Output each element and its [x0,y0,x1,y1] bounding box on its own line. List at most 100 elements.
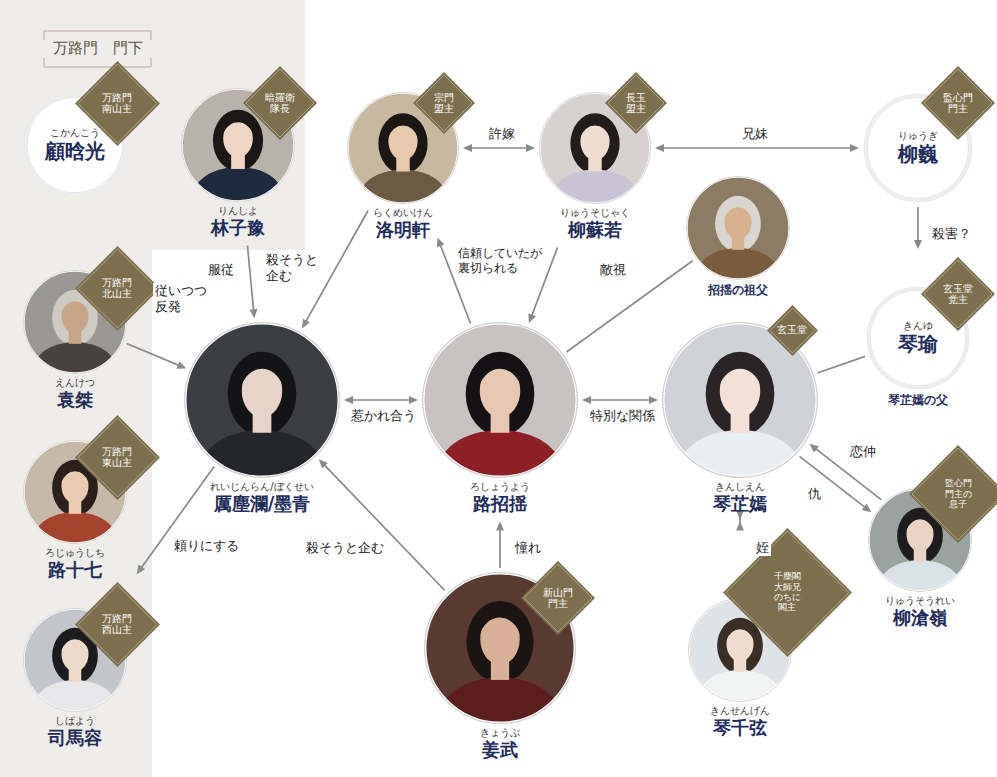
character-circle: こかんこう顧晗光万路門南山主 [23,93,127,197]
relation-label: 敵視 [598,262,628,278]
badge-text-box: 万路門西山主 [74,581,161,668]
relation-label-slot: 仇 [806,486,823,502]
furigana: りゅうそうれい [885,595,955,607]
connector-line [247,246,253,311]
connector-line [471,147,527,149]
relation-label: 特別な関係 [588,408,657,424]
portrait-background [424,572,576,724]
character-portrait: 招揺の祖父 [686,176,790,280]
relation-label-slot: 憧れ [513,540,543,556]
title-badge: 万路門東山主 [74,414,161,501]
portrait-hair-top [718,355,762,388]
name-block: ろじゅうしち路十七 [45,547,105,581]
portrait-background [686,176,790,280]
relation-label-slot: 兄妹 [740,126,770,142]
character-portrait: きょうぶ姜武新山門門主 [424,572,576,724]
relation-label-slot: 恋仲 [848,444,878,460]
portrait [686,176,790,280]
connector-line [817,356,865,373]
arrow-head [344,396,353,404]
furigana: きんせんげん [710,705,770,717]
relation-label: 信頼していたが裏切られる [456,246,545,276]
character-name: 琴瑜 [898,332,938,356]
caption: 招揺の祖父 [708,283,768,299]
relation-label-slot: 姪 [754,540,771,556]
badge-text: 万路門西山主 [101,613,134,636]
furigana: えんけつ [55,377,95,389]
portrait-hair-top [240,355,284,388]
relation-label: 殺そうと企む [264,252,323,285]
relation-connector [344,396,418,404]
badge-text: 長玉盟主 [625,92,648,115]
relation-label-slot: 特別な関係 [588,408,657,424]
badge-text: 万路門南山主 [101,92,134,115]
arrow-head [649,396,658,404]
portrait-hair-top [387,116,418,140]
badge-text: 暗羅衛隊長 [264,92,297,115]
badge-text: 新山門門主 [542,587,575,610]
furigana: きんしえん [713,481,767,493]
character-name: 厲塵瀾/墨青 [210,493,313,515]
relation-label: 殺そうと企む [304,540,386,556]
portrait-background [422,322,578,478]
portrait-hair-back [378,113,427,173]
furigana: らくめいけん [373,207,433,219]
badge-inner-line [416,75,472,131]
relation-label-slot: 頼りにする [172,538,241,554]
portrait-shoulders [436,677,564,724]
name-block: きんしえん琴芷嫣 [713,481,767,515]
name-block: きんせんげん琴千弦 [710,705,770,739]
badge-inner-line [770,308,815,353]
character-name: 洛明軒 [373,219,433,241]
badge-text-box: 宗門盟主 [412,71,476,135]
badge-text-box: 千塵閣大師兄のちに閣主 [722,527,853,658]
connector-line [917,207,919,241]
character-name: 柳蘇若 [560,219,630,241]
arrow-head [850,144,859,152]
furigana: りゅうぎ [898,130,938,142]
portrait-shoulders [876,560,963,592]
portrait-background [347,92,459,204]
badge-text: 玄玉堂 [776,324,809,336]
arrow-head [528,313,535,323]
portrait-shoulders [190,167,286,202]
character-portrait: りゅうそじゃく柳蘇若長玉盟主 [539,92,651,204]
portrait-figure [184,322,340,478]
portrait-hair-top [479,604,522,636]
portrait-ring [687,177,789,279]
portrait-hair-back [570,113,619,173]
badge-inner-line [912,448,997,540]
badge-inner-line [924,260,992,328]
portrait-hair-top [579,116,610,140]
name-block: らくめいけん洛明軒 [373,207,433,241]
badge-diamond [75,61,160,146]
title-badge: 新山門門主 [520,560,596,636]
relation-label-slot: 敵視 [598,262,628,278]
arrow-head [526,144,535,152]
badge-diamond [767,305,818,356]
character-portrait: りゅうそうれい柳滄嶺監心門門主の息子 [868,488,972,592]
badge-text-box: 監心門門主の息子 [908,444,997,544]
badge-diamond [921,66,995,140]
portrait-figure [424,572,576,724]
portrait-outline [425,573,576,724]
badge-text: 監心門門主 [942,92,975,115]
relation-connector [582,396,658,404]
portrait [184,322,340,478]
furigana: こかんこう [50,127,100,139]
relation-label-slot: 殺害？ [930,226,973,242]
name-block: りんしよ林子豫 [211,205,265,239]
connector-line [663,147,851,149]
connector-line [800,456,866,507]
portrait-ring [186,324,339,477]
furigana: りんしよ [211,205,265,217]
badge-diamond [413,72,475,134]
title-badge: 万路門西山主 [74,581,161,668]
furigana: りゅうそじゃく [560,207,630,219]
portrait-shoulders [434,430,565,478]
name-block: りゅうそうれい柳滄嶺 [885,595,955,629]
badge-text-box: 玄玉堂 [766,304,819,357]
character-portrait: きんしえん琴芷嫣玄玉堂 [662,322,818,478]
title-badge: 暗羅衛隊長 [242,65,318,141]
